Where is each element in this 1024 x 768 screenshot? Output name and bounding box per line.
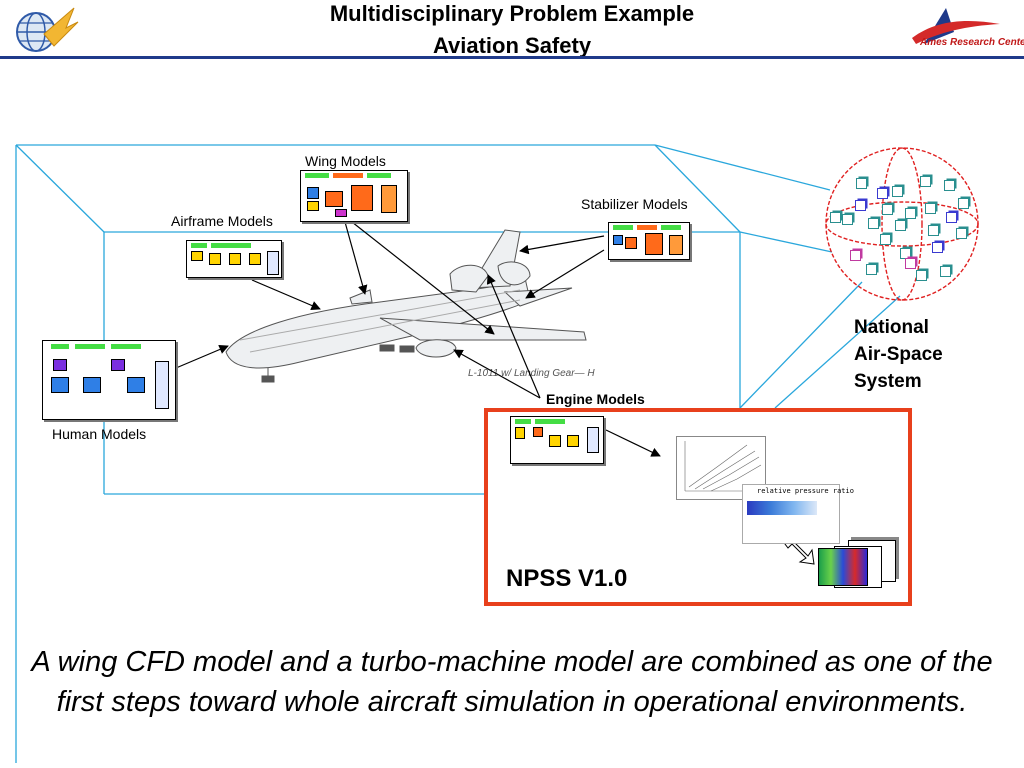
nasa-ames-swoosh-icon <box>912 8 1000 44</box>
national-airspace-label: National Air-Space System <box>854 317 943 392</box>
cube-icon <box>940 266 951 277</box>
airframe-models-schematic <box>186 240 282 278</box>
page-title: Multidisciplinary Problem Example <box>329 1 695 26</box>
pressure-ratio-plot: relative pressure ratio <box>742 484 854 544</box>
cube-icon <box>920 176 931 187</box>
cube-icon <box>905 208 916 219</box>
cube-icon <box>866 264 877 275</box>
engine-models-schematic <box>510 416 604 464</box>
cube-icon <box>905 258 916 269</box>
cube-icon <box>925 203 936 214</box>
cube-icon <box>895 220 906 231</box>
human-models-schematic <box>42 340 176 420</box>
pressure-ratio-label: relative pressure ratio <box>757 487 854 495</box>
cube-icon <box>856 178 867 189</box>
cfd-result-image <box>818 548 868 586</box>
stabilizer-models-schematic <box>608 222 690 260</box>
aircraft-wireframe <box>225 229 587 383</box>
cube-icon <box>830 212 841 223</box>
engine-models-label: Engine Models <box>542 391 649 407</box>
cube-icon <box>958 198 969 209</box>
wing-models-schematic <box>300 170 408 222</box>
airframe-models-label: Airframe Models <box>171 213 273 229</box>
cube-icon <box>855 200 866 211</box>
npss-label: NPSS V1.0 <box>506 565 628 592</box>
cube-icon <box>880 234 891 245</box>
cube-icon <box>868 218 879 229</box>
caption: A wing CFD model and a turbo-machine mod… <box>31 646 993 718</box>
cube-icon <box>916 270 927 281</box>
model-arrows <box>175 221 661 457</box>
cube-icon <box>928 225 939 236</box>
npss-box <box>484 408 912 606</box>
stabilizer-models-label: Stabilizer Models <box>581 196 688 212</box>
page-subtitle: Aviation Safety <box>432 33 592 58</box>
human-models-label: Human Models <box>52 426 147 442</box>
cube-icon <box>850 250 861 261</box>
cube-icon <box>842 214 853 225</box>
cube-icon <box>877 188 888 199</box>
cube-icon <box>932 242 943 253</box>
cube-icon <box>892 186 903 197</box>
cube-icon <box>956 228 967 239</box>
cube-icon <box>946 212 957 223</box>
globe-with-wing-icon <box>16 7 79 52</box>
ames-research-center-text: Ames Research Center <box>920 37 1024 48</box>
cube-icon <box>882 204 893 215</box>
aircraft-tag: L-1011 w/ Landing Gear— H <box>468 368 595 379</box>
airspace-sphere <box>825 147 979 301</box>
cube-icon <box>944 180 955 191</box>
header-rule <box>0 56 1024 59</box>
wing-models-label: Wing Models <box>305 153 386 169</box>
